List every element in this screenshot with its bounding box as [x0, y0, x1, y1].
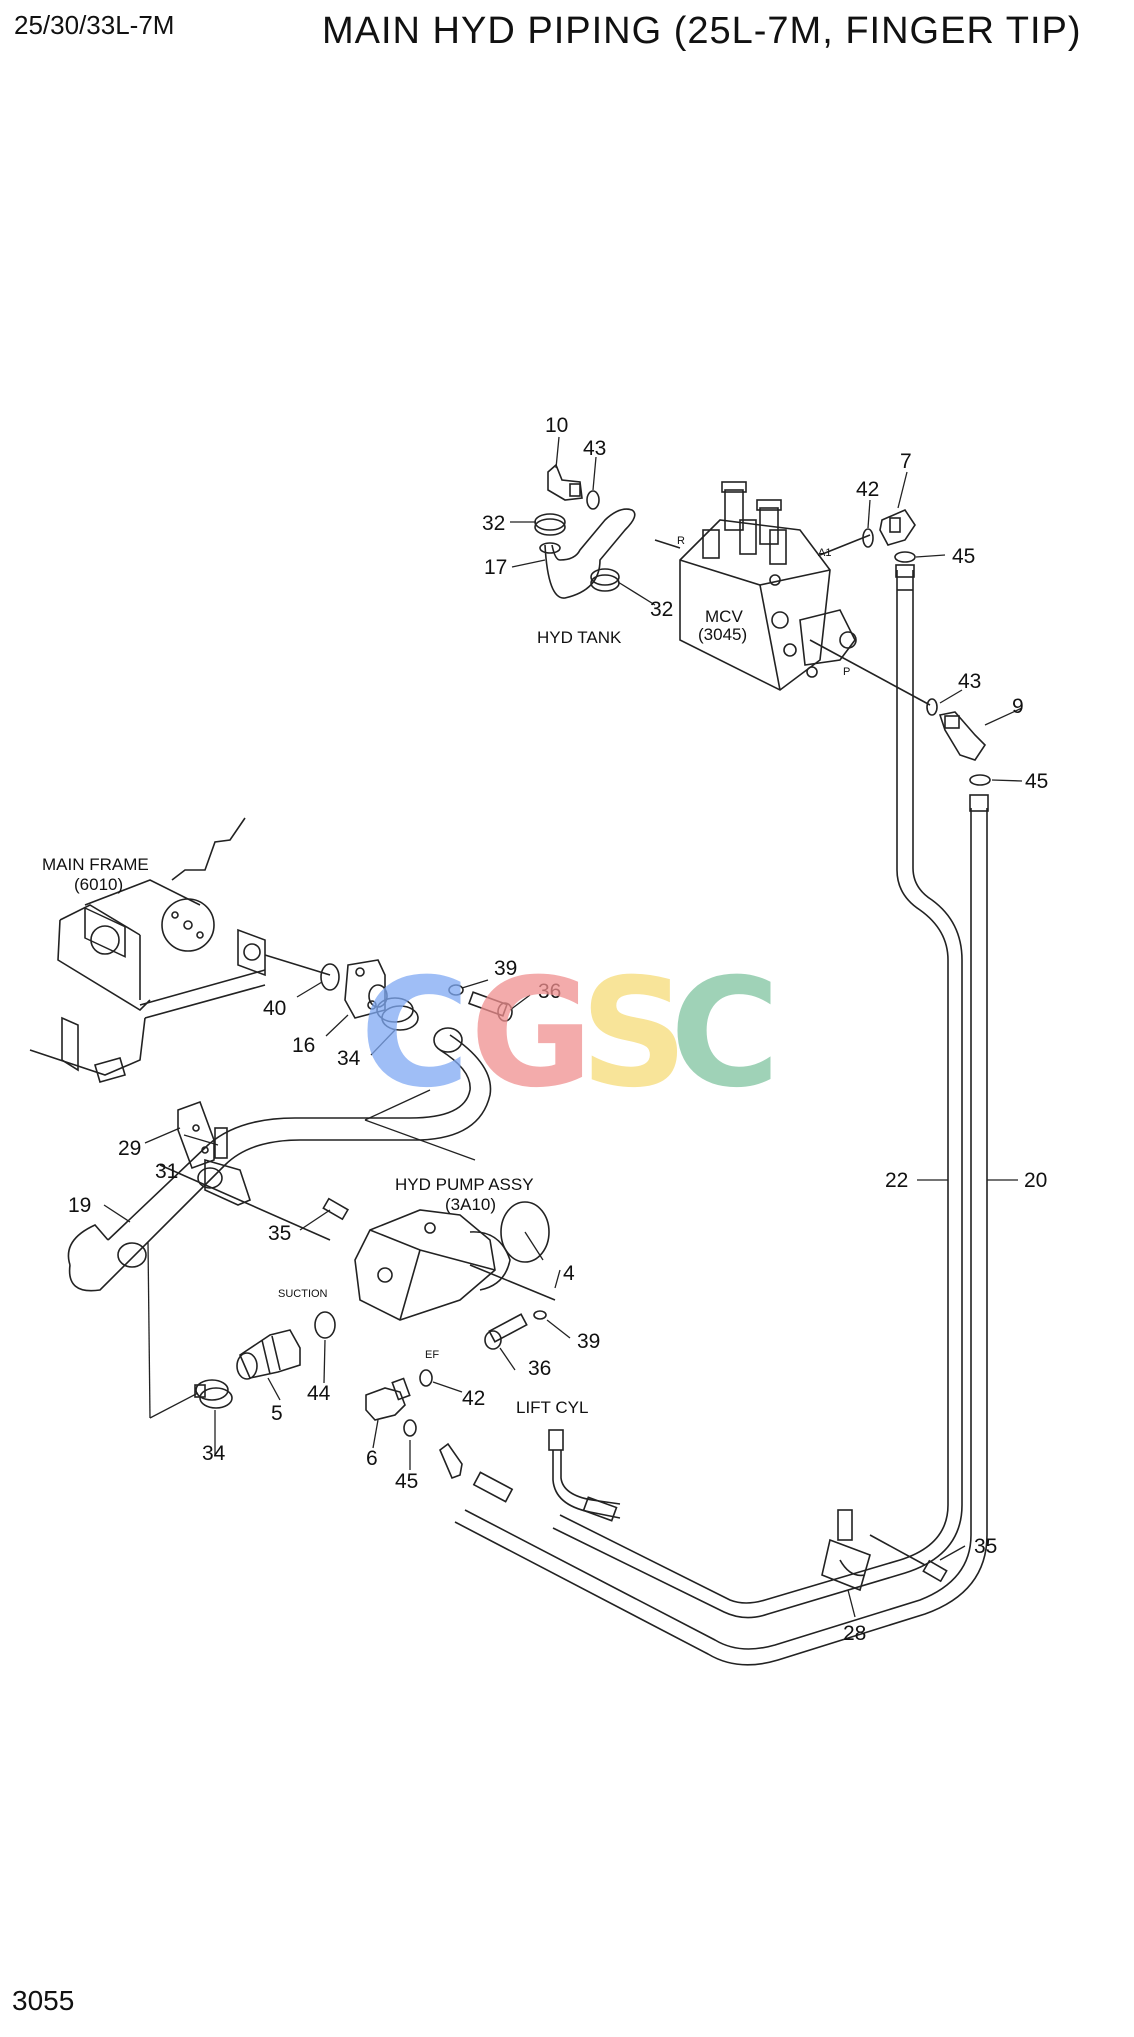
elbow-fitting-6	[365, 1377, 411, 1421]
suction-hose-19	[67, 1027, 492, 1292]
hose-17	[539, 508, 636, 599]
elbow-fitting-9	[938, 711, 987, 761]
callout: 28	[843, 1622, 866, 1645]
bolt-35b	[869, 1534, 948, 1583]
bolt-36a	[468, 991, 513, 1022]
callout: 42	[462, 1387, 485, 1410]
callout: 39	[494, 957, 517, 980]
o-ring-44	[314, 1311, 336, 1339]
callout: 44	[307, 1382, 331, 1405]
label-port-r: R	[677, 535, 685, 547]
hose-clamp-34a	[376, 997, 419, 1031]
callout: 29	[118, 1137, 141, 1160]
callout: 5	[271, 1402, 283, 1425]
label-main-frame: MAIN FRAME	[42, 855, 149, 874]
o-ring-40	[320, 963, 340, 991]
callout: 39	[577, 1330, 600, 1353]
callout: 7	[900, 450, 912, 473]
suction-fitting-5	[236, 1329, 301, 1380]
label-hyd-pump-ref: (3A10)	[445, 1195, 496, 1214]
watermark-letter: C	[360, 947, 470, 1121]
o-ring-45c	[403, 1419, 417, 1437]
label-suction: SUCTION	[278, 1288, 328, 1300]
callout: 4	[563, 1262, 575, 1285]
cgsc-watermark: C G S C	[360, 947, 780, 1121]
label-lift-cyl: LIFT CYL	[516, 1398, 588, 1417]
label-hyd-pump: HYD PUMP ASSY	[395, 1175, 534, 1194]
hose-22	[552, 564, 963, 1619]
model-number: 25/30/33L-7M	[14, 10, 175, 40]
hose-clamp-32a	[534, 513, 566, 536]
callout: 45	[952, 545, 975, 568]
callout: 19	[68, 1194, 91, 1217]
clamp-31	[197, 1127, 251, 1206]
callout: 22	[885, 1169, 908, 1192]
hose-20	[439, 794, 989, 1666]
hose-clamp-34b	[194, 1379, 233, 1409]
label-port-p: P	[843, 666, 850, 678]
callout: 20	[1024, 1169, 1047, 1192]
label-ef: EF	[425, 1349, 439, 1361]
bracket-29	[159, 1100, 331, 1241]
callout: 35	[268, 1222, 291, 1245]
main-frame-drawing	[29, 817, 331, 1083]
o-ring-45a	[894, 551, 916, 563]
watermark-letter: S	[580, 947, 688, 1121]
page-title: MAIN HYD PIPING (25L-7M, FINGER TIP)	[322, 10, 1082, 52]
label-main-frame-ref: (6010)	[74, 875, 123, 894]
mcv-valve-drawing	[654, 481, 931, 706]
callout: 34	[202, 1442, 226, 1465]
callout: 17	[484, 556, 507, 579]
callout: 6	[366, 1447, 378, 1470]
callout: 32	[650, 598, 673, 621]
callout: 32	[482, 512, 505, 535]
elbow-fitting-7	[879, 508, 916, 546]
o-ring-45b	[969, 774, 991, 786]
o-ring-42a	[862, 528, 874, 548]
callout: 42	[856, 478, 879, 501]
o-ring-43a	[586, 490, 600, 510]
clamp-28	[821, 1509, 871, 1592]
callout: 9	[1012, 695, 1024, 718]
callout: 36	[528, 1357, 551, 1380]
callout: 45	[1025, 770, 1048, 793]
hyd-pump-drawing	[354, 1201, 556, 1321]
label-hyd-tank: HYD TANK	[537, 628, 622, 647]
washer-39a	[448, 984, 464, 996]
page-number: 3055	[12, 1985, 75, 2016]
callout: 35	[974, 1535, 997, 1558]
watermark-letter: G	[470, 947, 593, 1121]
bolt-35a	[322, 1197, 349, 1221]
watermark-letter: C	[670, 947, 780, 1121]
lift-cyl-fitting	[548, 1429, 621, 1522]
callout-numbers: 10 43 32 17 32 42 7 45 43 9 45 39 36 40 …	[68, 414, 1048, 1645]
label-port-a1: A1	[818, 547, 831, 559]
callout: 10	[545, 414, 568, 437]
callout: 36	[538, 980, 561, 1003]
o-ring-43b	[926, 698, 938, 716]
callout: 40	[263, 997, 286, 1020]
o-ring-42b	[419, 1369, 433, 1387]
leader-lines	[103, 436, 1023, 1618]
label-mcv-ref: (3045)	[698, 625, 747, 644]
callout: 34	[337, 1047, 361, 1070]
bolt-36b	[484, 1313, 528, 1350]
callout: 45	[395, 1470, 418, 1493]
label-mcv: MCV	[705, 607, 743, 626]
callout: 43	[958, 670, 981, 693]
callout: 43	[583, 437, 606, 460]
callout: 31	[155, 1160, 178, 1183]
callout: 16	[292, 1034, 315, 1057]
elbow-fitting-10	[547, 463, 583, 501]
part-labels: MCV (3045) HYD TANK MAIN FRAME (6010) HY…	[42, 535, 850, 1417]
washer-39b	[533, 1310, 547, 1320]
